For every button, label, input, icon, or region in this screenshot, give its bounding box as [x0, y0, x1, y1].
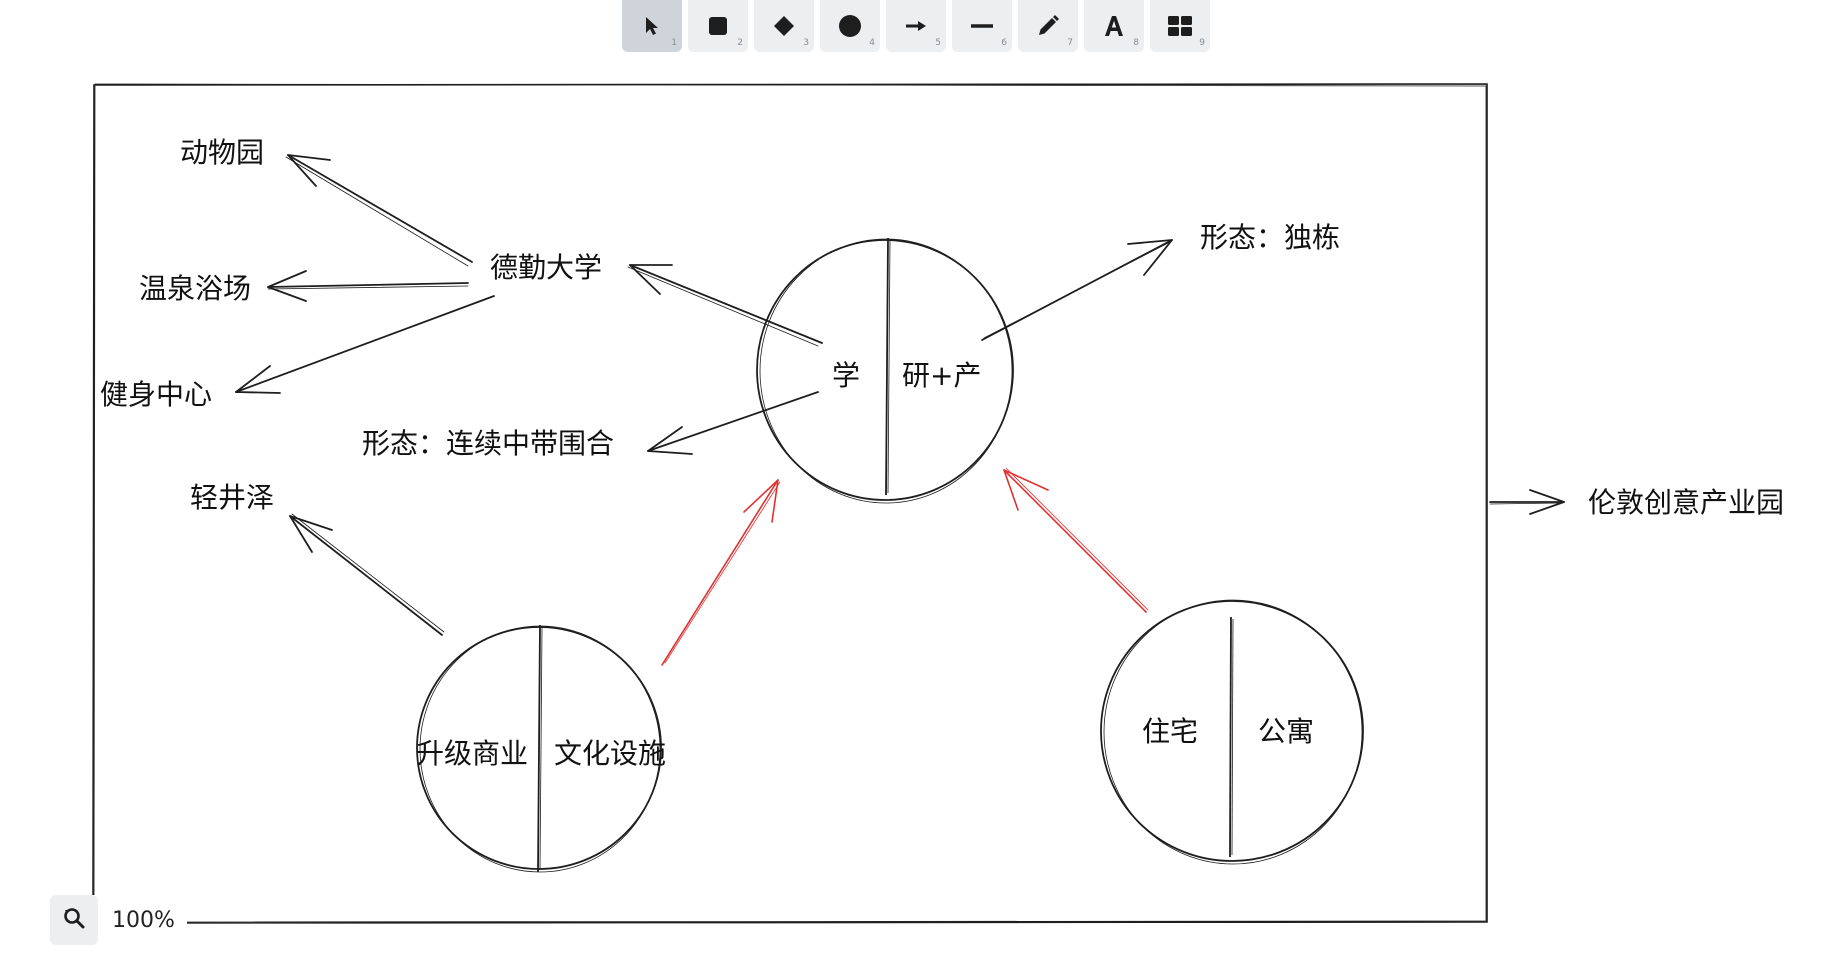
label-fitness[interactable]: 健身中心 [100, 378, 213, 411]
arrow-commerce-to-center [661, 479, 779, 666]
arrow-to-hot-spring [267, 282, 469, 288]
label-london-park[interactable]: 伦敦创意产业园 [1588, 486, 1785, 519]
tool-ellipse[interactable]: 4 [820, 0, 880, 52]
label-commerce[interactable]: 升级商业 [416, 737, 529, 770]
grid-icon [1167, 15, 1193, 37]
tool-key: 3 [803, 38, 809, 48]
arrows [235, 154, 1565, 636]
label-housing[interactable]: 住宅 [1142, 715, 1199, 748]
zoom-level: 100% [112, 907, 175, 933]
pencil-icon [1036, 14, 1060, 38]
housing-circle[interactable] [1100, 599, 1364, 865]
line-icon [970, 21, 994, 31]
tool-key: 6 [1001, 38, 1007, 48]
tool-key: 7 [1067, 38, 1073, 48]
red-arrows [661, 467, 1149, 666]
label-form-continuous[interactable]: 形态：连续中带围合 [362, 427, 615, 460]
arrow-to-university [629, 264, 823, 344]
tool-text[interactable]: 8 [1084, 0, 1144, 52]
arrow-to-karuizawa [289, 515, 443, 636]
arrow-to-fitness [235, 295, 495, 393]
label-university[interactable]: 德勤大学 [490, 251, 603, 284]
square-icon [707, 15, 729, 37]
center-circle[interactable] [756, 237, 1014, 504]
label-hot-spring[interactable]: 温泉浴场 [139, 272, 252, 305]
commerce-circle[interactable] [416, 624, 662, 873]
text-icon [1102, 14, 1126, 38]
label-learning[interactable]: 学 [832, 359, 861, 392]
arrow-icon [904, 18, 928, 34]
arrow-to-form-continuous [647, 391, 819, 452]
tool-key: 1 [671, 38, 677, 48]
tool-arrow[interactable]: 5 [886, 0, 946, 52]
arrow-to-zoo [287, 154, 473, 263]
tool-key: 9 [1199, 38, 1205, 48]
pointer-icon [642, 15, 662, 37]
diamond-icon [773, 15, 795, 37]
label-culture[interactable]: 文化设施 [554, 737, 667, 770]
label-karuizawa[interactable]: 轻井泽 [190, 481, 275, 514]
tool-key: 2 [737, 38, 743, 48]
arrow-housing-to-center [1003, 469, 1147, 613]
tool-key: 8 [1133, 38, 1139, 48]
frame-rectangle[interactable] [92, 83, 1488, 924]
zoom-reset-button[interactable] [50, 895, 98, 945]
tool-draw[interactable]: 7 [1018, 0, 1078, 52]
tool-selection[interactable]: 1 [622, 0, 682, 52]
reset-zoom-icon [62, 906, 86, 934]
tool-library[interactable]: 9 [1150, 0, 1210, 52]
tool-key: 4 [869, 38, 875, 48]
label-research-industry[interactable]: 研+产 [902, 359, 982, 392]
tool-line[interactable]: 6 [952, 0, 1012, 52]
label-apartment[interactable]: 公寓 [1258, 715, 1315, 748]
tool-diamond[interactable]: 3 [754, 0, 814, 52]
shape-toolbar: 1 2 3 4 5 6 7 [622, 0, 1210, 52]
label-form-single[interactable]: 形态：独栋 [1200, 221, 1341, 254]
zoom-panel: 100% [50, 895, 187, 945]
tool-rectangle[interactable]: 2 [688, 0, 748, 52]
circle-icon [838, 14, 862, 38]
tool-key: 5 [935, 38, 941, 48]
label-zoo[interactable]: 动物园 [180, 136, 265, 169]
